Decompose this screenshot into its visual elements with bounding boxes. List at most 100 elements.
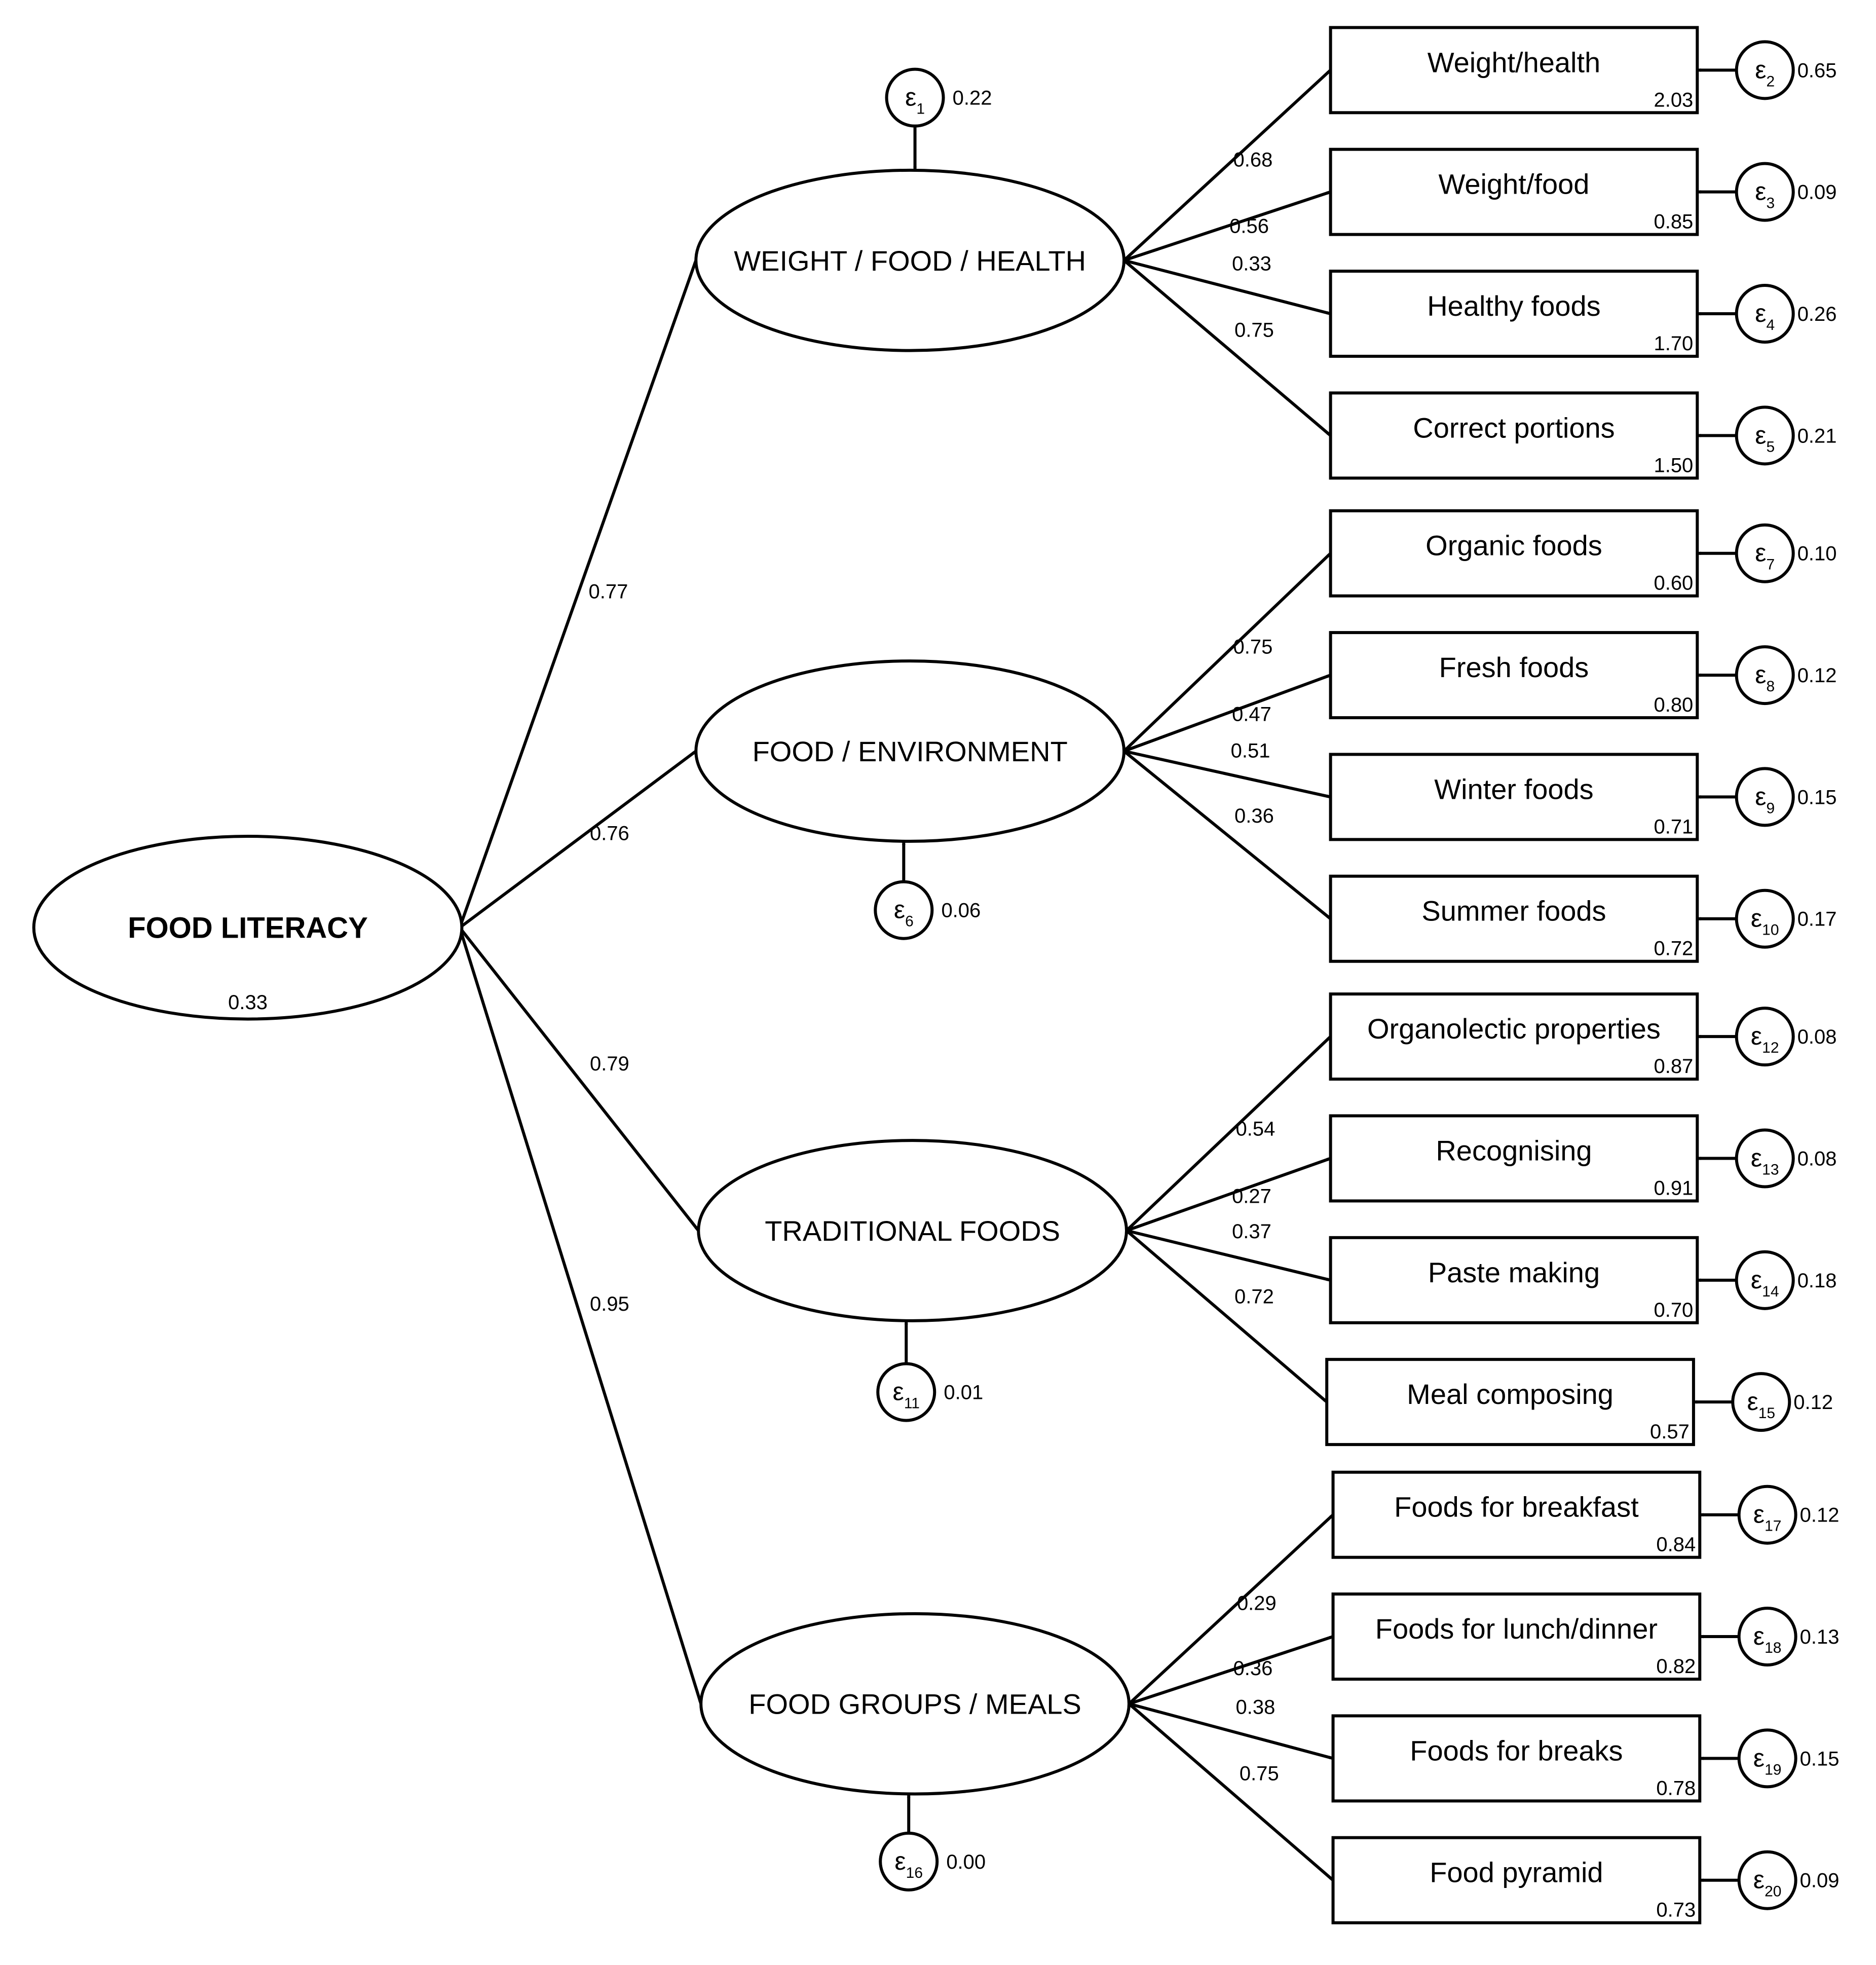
indicator-label: Winter foods xyxy=(1434,773,1593,805)
indicator-label: Organic foods xyxy=(1425,530,1602,562)
coefficient-labels: 0.770.220.680.650.560.090.330.260.750.21… xyxy=(588,59,1839,1892)
indicator-error-variance: 0.13 xyxy=(1800,1626,1840,1648)
factor-loading: 0.56 xyxy=(1229,215,1269,237)
indicator-label: Recognising xyxy=(1436,1134,1592,1166)
error-term-circle xyxy=(876,1362,936,1422)
loading-arrow xyxy=(1123,674,1331,753)
error-term-index: 3 xyxy=(1767,195,1775,212)
indicator-intercept: 0.78 xyxy=(1656,1777,1696,1799)
error-term-index: 15 xyxy=(1758,1405,1775,1422)
indicator-error-term: ε10 xyxy=(1735,888,1795,949)
latent-ellipse xyxy=(694,659,1126,843)
indicator-error-term: ε20 xyxy=(1737,1850,1797,1910)
latent-error-variance: 0.22 xyxy=(953,87,992,109)
root-latent-label: FOOD LITERACY xyxy=(128,911,368,944)
indicator-error-variance: 0.09 xyxy=(1797,181,1837,204)
indicator-error-term: ε19 xyxy=(1737,1728,1797,1789)
indicator-error-term: ε9 xyxy=(1735,767,1795,827)
indicator-error-variance: 0.65 xyxy=(1797,59,1837,82)
factor-loading: 0.38 xyxy=(1235,1696,1275,1718)
indicator-error-variance: 0.26 xyxy=(1797,303,1837,325)
indicator-rect xyxy=(1325,1358,1695,1447)
indicator-error-term: ε7 xyxy=(1735,523,1795,583)
indicator-error-term: ε14 xyxy=(1735,1250,1795,1310)
path-coefficient: 0.77 xyxy=(588,581,628,603)
factor-loading: 0.33 xyxy=(1232,253,1271,275)
latent-error-term: ε11 xyxy=(876,1362,936,1422)
latent-ellipse xyxy=(694,168,1126,352)
indicator-intercept: 0.57 xyxy=(1650,1421,1690,1443)
error-term-index: 13 xyxy=(1762,1161,1779,1178)
indicator-rect xyxy=(1329,874,1699,963)
error-term-circle xyxy=(1735,645,1795,706)
latent-error-variance: 0.00 xyxy=(946,1851,986,1873)
indicator-label: Organolectic properties xyxy=(1367,1013,1661,1045)
error-term-index: 17 xyxy=(1765,1518,1781,1535)
indicator-rect xyxy=(1329,992,1699,1081)
error-term-circle xyxy=(1735,162,1795,222)
loading-arrow xyxy=(1122,552,1332,753)
indicator-label: Food pyramid xyxy=(1430,1857,1603,1888)
path-coefficient: 0.76 xyxy=(590,822,629,844)
path-arrow-3 xyxy=(458,926,700,1232)
indicator-error-term: ε13 xyxy=(1735,1128,1795,1189)
error-term-index: 11 xyxy=(904,1395,920,1412)
error-term-index: 9 xyxy=(1767,800,1775,817)
error-term-index: 2 xyxy=(1767,73,1775,90)
error-term-circle xyxy=(874,880,934,940)
indicator-rect xyxy=(1331,1592,1702,1681)
factor-loading: 0.29 xyxy=(1237,1592,1277,1614)
path-arrow-1 xyxy=(458,259,698,929)
indicator-error-variance: 0.15 xyxy=(1800,1748,1840,1770)
factor-loading: 0.75 xyxy=(1233,636,1273,658)
error-term-index: 8 xyxy=(1767,678,1775,695)
factor-loading: 0.36 xyxy=(1233,1657,1273,1680)
latent-factor: WEIGHT / FOOD / HEALTH xyxy=(694,168,1126,352)
error-term-circle xyxy=(885,67,945,128)
indicator-error-variance: 0.08 xyxy=(1797,1026,1837,1048)
indicator-rect xyxy=(1329,753,1699,841)
latent-ellipse xyxy=(699,1612,1131,1796)
indicator-box: Weight/food 0.85 xyxy=(1329,147,1699,236)
latent-error-term: ε1 xyxy=(885,67,945,128)
error-term-circle xyxy=(1737,1728,1797,1789)
indicator-error-variance: 0.15 xyxy=(1797,786,1837,808)
factor-loading: 0.47 xyxy=(1232,703,1271,726)
error-term-index: 18 xyxy=(1765,1640,1781,1656)
error-term-circle xyxy=(1737,1607,1797,1667)
indicator-rect xyxy=(1329,147,1699,236)
indicator-label: Weight/food xyxy=(1439,168,1590,200)
indicator-intercept: 0.72 xyxy=(1654,938,1693,960)
error-term-index: 12 xyxy=(1762,1040,1779,1056)
error-term-index: 19 xyxy=(1765,1761,1781,1778)
indicator-rect xyxy=(1329,1114,1699,1203)
loading-arrow xyxy=(1123,190,1331,262)
loading-arrow xyxy=(1123,259,1332,437)
latent-label: WEIGHT / FOOD / HEALTH xyxy=(734,245,1086,277)
error-term-circle xyxy=(1737,1485,1797,1545)
indicator-label: Foods for breakfast xyxy=(1394,1491,1639,1523)
error-term-circle xyxy=(879,1831,939,1892)
indicator-rect xyxy=(1331,1470,1702,1559)
factor-loading: 0.37 xyxy=(1232,1220,1271,1243)
error-term-index: 4 xyxy=(1767,317,1775,333)
indicator-intercept: 0.85 xyxy=(1654,211,1693,233)
root-latent-ellipse xyxy=(32,834,464,1021)
indicator-error-variance: 0.10 xyxy=(1797,543,1837,565)
latent-ellipse xyxy=(697,1139,1128,1322)
loading-arrow xyxy=(1125,1229,1328,1403)
error-term-index: 14 xyxy=(1762,1283,1779,1300)
factor-loading: 0.68 xyxy=(1233,149,1273,171)
indicator-rect xyxy=(1329,631,1699,720)
indicator-error-term: ε3 xyxy=(1735,162,1795,222)
path-arrow-4 xyxy=(458,927,703,1704)
error-term-circle xyxy=(1735,523,1795,583)
